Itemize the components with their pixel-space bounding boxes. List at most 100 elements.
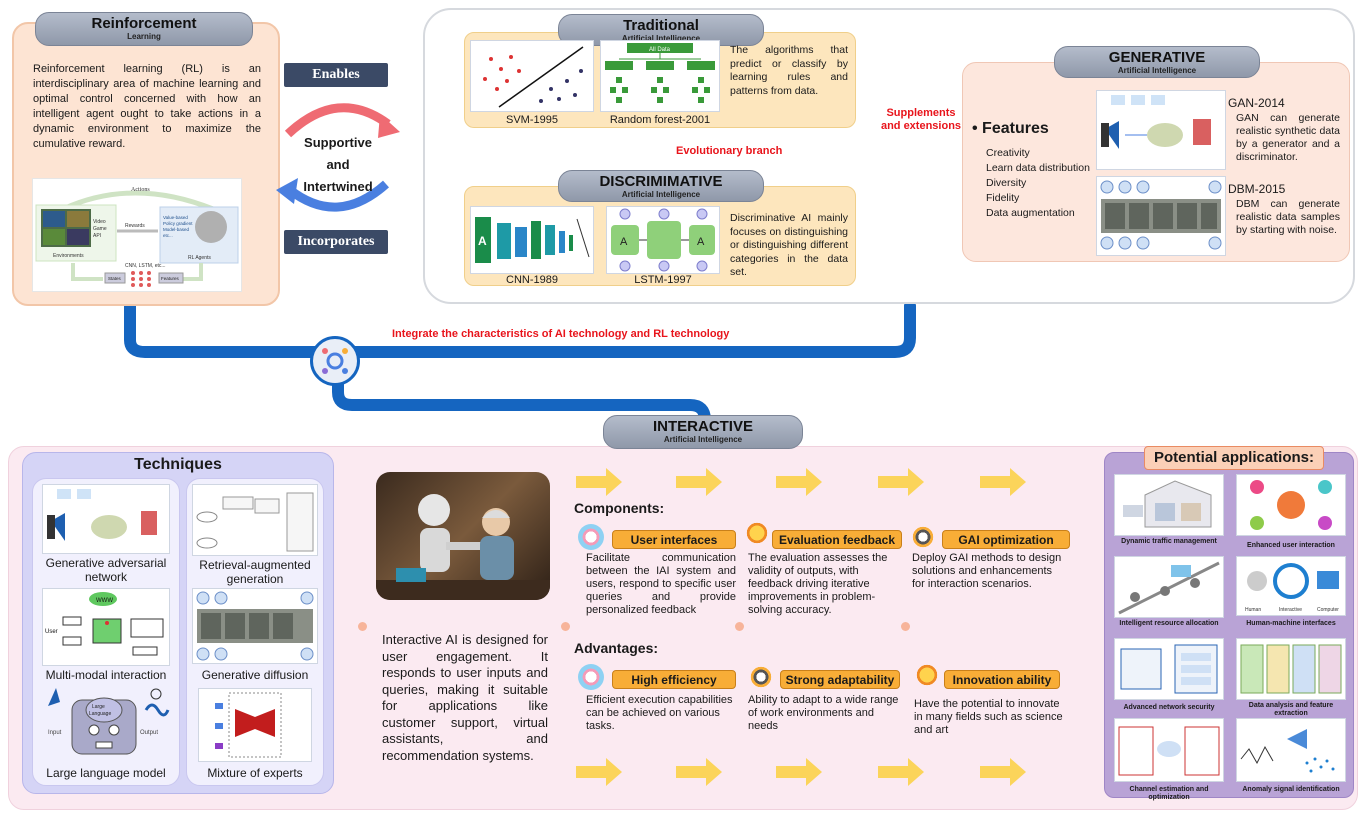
traditional-description: The algorithms that predict or classify … [730,44,848,97]
channel-estimation-image [1114,718,1224,782]
interactive-title: INTERACTIVE [652,418,753,435]
rf-alldata-label: All Data [649,47,671,53]
yellow-arrows-bottom [576,758,1026,786]
gai-optimization-text: Deploy GAI methods to design solutions a… [912,552,1062,590]
svg-text:A: A [478,234,487,248]
multimodal-image: WWW User [42,588,170,666]
lightbulb-icon [744,520,770,546]
gan-title: GAN-2014 [1228,96,1285,110]
technique-rag: Retrieval-augmented generation [199,558,311,586]
lstm-a-label: A [620,236,628,248]
app-data-analysis: Data analysis and feature extraction [1248,702,1334,717]
traffic-image [1114,474,1224,536]
rl-description: Reinforcement learning (RL) is an interd… [33,63,261,150]
svm-image [470,40,594,112]
diffusion-image [192,588,318,664]
technique-diffusion: Generative diffusion [201,668,309,682]
integration-hub-icon [310,336,360,386]
high-efficiency-text: Efficient execution capabilities can be … [586,694,733,732]
features-list: Creativity Learn data distribution Diver… [986,146,1090,221]
network-security-image [1114,638,1224,700]
generative-subtitle: Artificial Intelligence [1117,66,1197,75]
interactive-subtitle: Artificial Intelligence [663,435,743,444]
strong-adaptability-label: Strong adaptability [780,670,900,689]
components-title: Components: [574,500,665,516]
svg-text:API: API [93,233,101,239]
app-network-security: Advanced network security [1123,704,1215,711]
app-channel-estimation: Channel estimation and optimization [1129,786,1209,801]
supportive-label: Supportive [304,135,372,150]
rainbow-icon [578,524,604,550]
llm-output-label: Output [140,730,158,736]
lstm-image: A A [606,206,720,274]
rl-environments-label: Environments [53,253,84,259]
mm-user-label: User [45,629,58,635]
dbm-image [1096,176,1226,256]
evaluation-feedback-label: Evaluation feedback [772,530,902,549]
mm-www-label: WWW [96,598,113,604]
app-user-interaction: Enhanced user interaction [1247,542,1335,549]
feature-item: Diversity [986,177,1027,189]
llm-input-label: Input [48,730,62,736]
integrate-label: Integrate the characteristics of AI tech… [392,328,730,340]
features-title-text: Features [982,120,1049,137]
advantages-title: Advantages: [574,640,659,656]
svg-text:Language: Language [89,711,111,717]
feature-item: Data augmentation [986,207,1075,219]
connector-dot [735,622,744,631]
features-title: • Features [972,120,1049,137]
innovation-ability-text: Have the potential to innovate in many f… [914,698,1063,736]
supplements-label: Supplements and extensions [880,107,962,132]
high-efficiency-label: High efficiency [612,670,736,689]
svg-text:A: A [697,236,705,248]
feature-item: Creativity [986,147,1030,159]
random-forest-image: All Data [600,40,720,112]
gan-technique-image [42,484,170,554]
evaluation-feedback-text: The evaluation assesses the validity of … [748,552,888,616]
anomaly-signal-image [1236,718,1346,782]
rl-title-pill: Reinforcement Learning [35,12,253,46]
rl-actions-label: Actions [131,187,150,193]
traditional-title: Traditional [623,17,699,34]
user-interaction-image [1236,474,1346,536]
gai-optimization-label: GAI optimization [942,530,1070,549]
and-label: and [326,157,350,172]
cycle-text: Supportive and Intertwined [292,132,384,198]
moe-image [198,688,312,762]
innovation-ability-label: Innovation ability [944,670,1060,689]
random-forest-caption: Random forest-2001 [609,114,711,126]
hmi-interactive: Interactive [1279,607,1302,613]
hmi-human: Human [1245,607,1261,613]
dbm-title: DBM-2015 [1228,182,1286,196]
feature-item: Fidelity [986,192,1020,204]
intertwined-label: Intertwined [303,179,373,194]
traditional-title-pill: Traditional Artificial Intelligence [558,14,764,46]
svg-text:Model-based: Model-based [163,227,190,232]
svg-text:Value-based: Value-based [163,215,188,220]
feature-item: Learn data distribution [986,162,1090,174]
cycle-arrows [276,103,400,212]
interactive-description: Interactive AI is designed for user enga… [382,632,548,763]
gan-image [1096,90,1226,170]
technique-moe: Mixture of experts [207,766,303,780]
svg-text:etc...: etc... [163,233,173,238]
discriminative-description: Discriminative AI mainly focuses on dist… [730,212,848,278]
discriminative-title-pill: DISCRIMIMATIVE Artificial Intelligence [558,170,764,202]
user-interfaces-label: User interfaces [612,530,736,549]
rainbow-icon [578,664,604,690]
svg-text:Video: Video [93,219,106,225]
gan-description: GAN can generate realistic synthetic dat… [1236,112,1340,163]
lightbulb-icon [914,662,940,688]
robot-elder-photo [376,472,550,600]
resource-allocation-image [1114,556,1224,618]
applications-title: Potential applications: [1144,446,1324,470]
connector-dot [901,622,910,631]
incorporates-label: Incorporates [284,230,388,254]
technique-llm: Large language model [46,766,166,780]
discriminative-subtitle: Artificial Intelligence [621,190,701,199]
techniques-title: Techniques [134,456,222,473]
rag-image [192,484,318,556]
